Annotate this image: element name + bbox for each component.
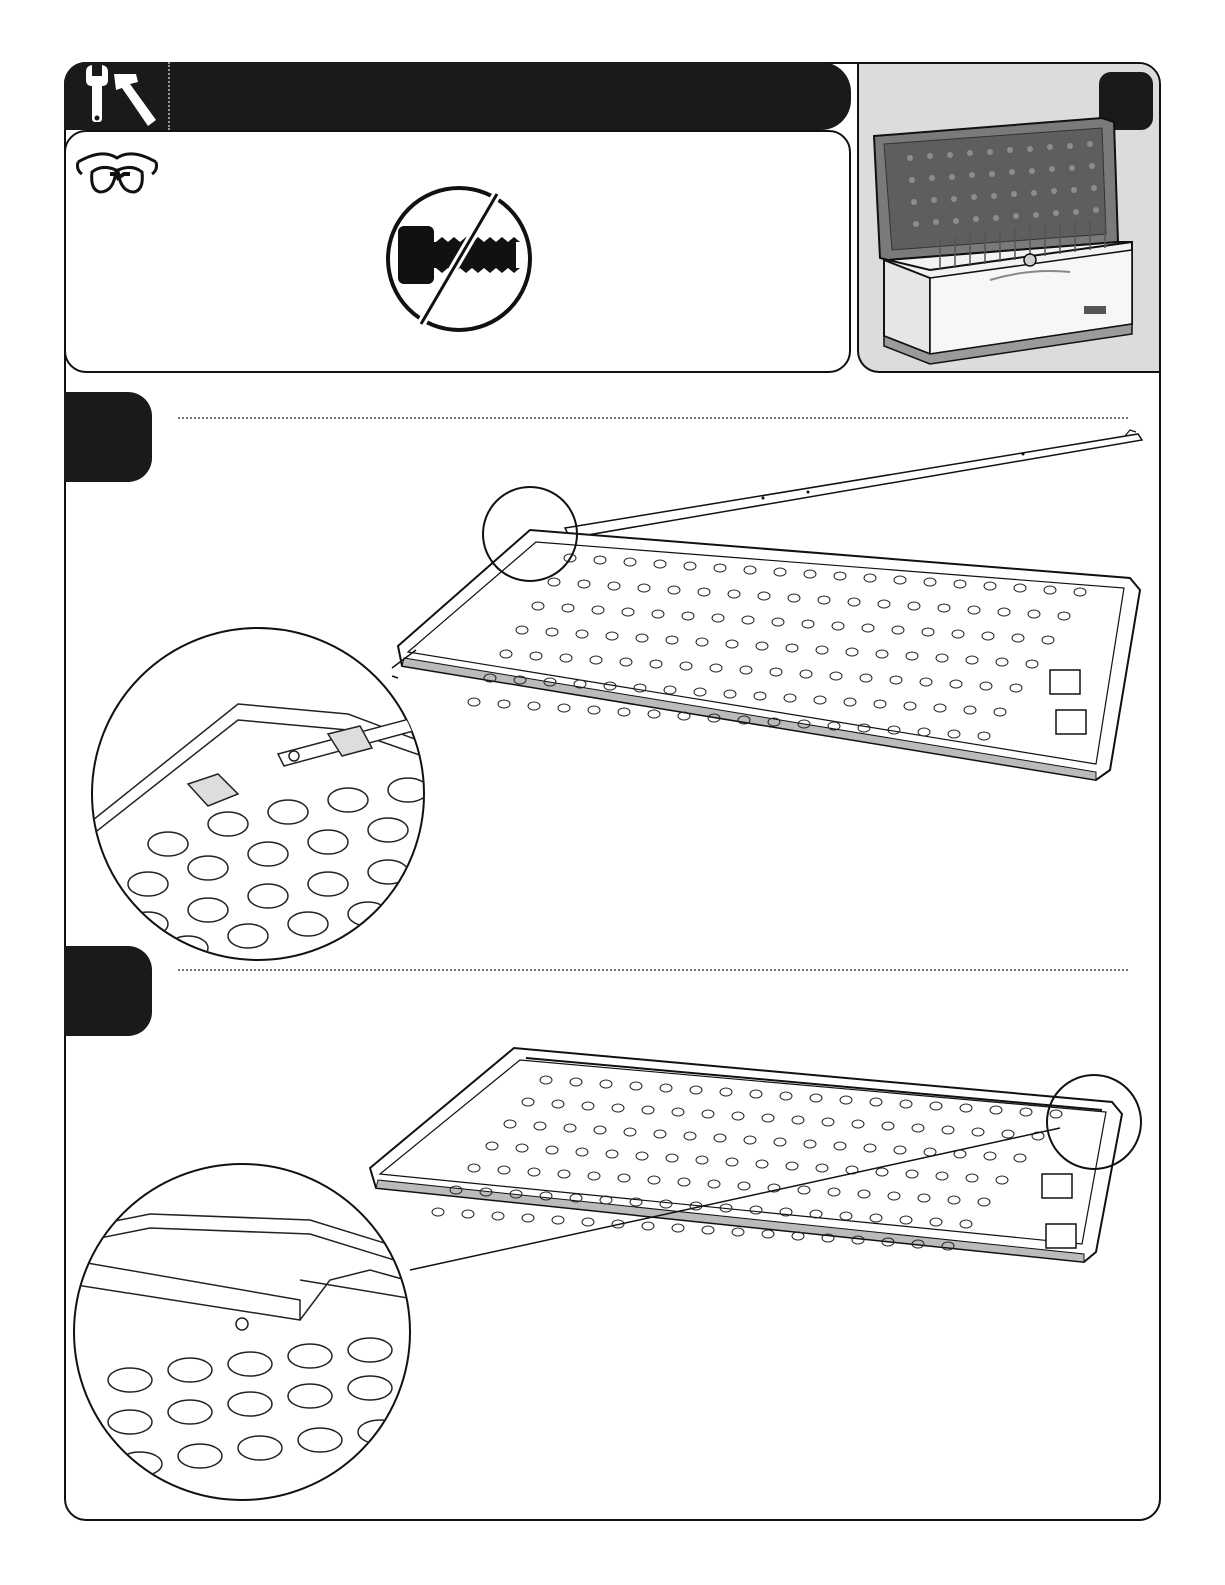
wrench-hammer-icon	[64, 62, 170, 130]
step-2-divider	[178, 969, 1128, 971]
magnify-detail-icon	[70, 1160, 420, 1510]
step-2-leader-line	[400, 1124, 1100, 1284]
header-bar	[64, 62, 851, 130]
step-1-divider	[178, 417, 1128, 419]
step-1-leader-line	[392, 644, 422, 674]
magnify-detail-icon	[88, 624, 428, 964]
step-1-lid-illustration	[390, 420, 1190, 780]
storage-box-illustration	[870, 110, 1140, 360]
tool-tab	[64, 62, 170, 130]
safety-glasses-icon	[72, 140, 162, 210]
step-1-badge	[64, 392, 152, 482]
step-2-badge	[64, 946, 152, 1036]
no-bolt-icon	[384, 184, 534, 334]
step-1-zoom-target	[480, 484, 580, 584]
